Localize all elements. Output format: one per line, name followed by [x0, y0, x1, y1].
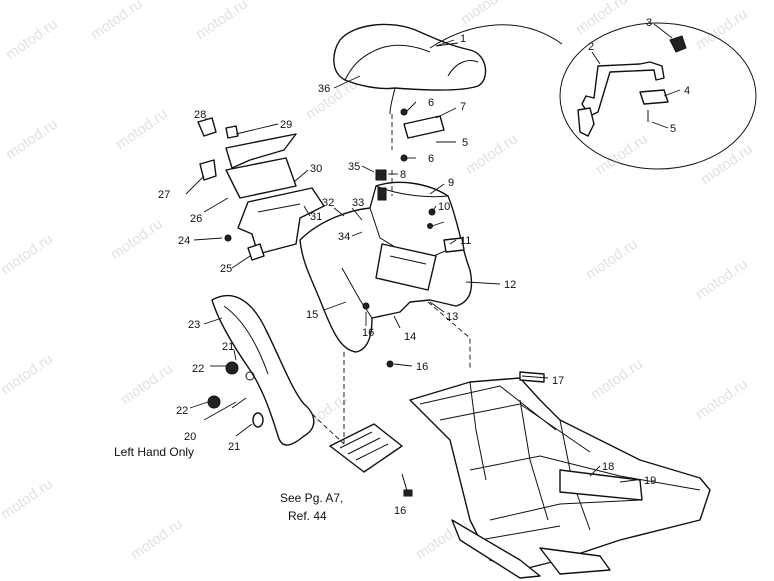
watermark: motod.ru	[0, 350, 56, 398]
callout-33: 33	[352, 197, 364, 209]
watermark: motod.ru	[583, 235, 641, 283]
callout-27: 27	[158, 189, 170, 201]
callout-6: 6	[428, 153, 434, 165]
rear-fender	[299, 108, 473, 368]
callout-26: 26	[190, 213, 202, 225]
storage-box	[197, 117, 325, 261]
watermark: motod.ru	[128, 515, 186, 563]
callout-24: 24	[178, 235, 190, 247]
callout-21: 21	[228, 441, 240, 453]
watermark: motod.ru	[113, 105, 171, 153]
callout-5: 5	[670, 123, 676, 135]
callout-7: 7	[460, 101, 466, 113]
callout-3: 3	[646, 17, 652, 29]
watermark: motod.ru	[593, 130, 651, 178]
callout-18: 18	[602, 461, 614, 473]
callout-16: 16	[362, 327, 374, 339]
watermark: motod.ru	[693, 5, 751, 53]
detail-bubble	[559, 22, 757, 170]
callouts: 1 2 3 4 5 5 6 6 7 8 9 10 11 12 13 14 15 …	[158, 17, 690, 517]
callout-4: 4	[684, 85, 690, 97]
callout-22: 22	[176, 405, 188, 417]
watermark: motod.ru	[573, 0, 631, 38]
callout-20: 20	[184, 431, 196, 443]
callout-22: 22	[192, 363, 204, 375]
watermark: motod.ru	[193, 0, 251, 43]
callout-12: 12	[504, 279, 516, 291]
callout-28: 28	[194, 109, 206, 121]
watermark: motod.ru	[588, 355, 646, 403]
callout-19: 19	[644, 475, 656, 487]
notes: Left Hand Only See Pg. A7, Ref. 44	[114, 445, 343, 523]
callout-17: 17	[552, 375, 564, 387]
watermark: motod.ru	[0, 475, 56, 523]
see-reference-line2: Ref. 44	[288, 509, 327, 523]
callout-14: 14	[404, 331, 416, 343]
callout-15: 15	[306, 309, 318, 321]
callout-34: 34	[338, 231, 350, 243]
see-reference-line1: See Pg. A7,	[280, 491, 343, 505]
watermark: motod.ru	[693, 255, 751, 303]
callout-21: 21	[222, 341, 234, 353]
foot-plate	[329, 423, 413, 497]
callout-16: 16	[394, 505, 406, 517]
watermark: motod.ru	[108, 215, 166, 263]
watermark: motod.ru	[0, 230, 56, 278]
watermark: motod.ru	[3, 115, 61, 163]
callout-36: 36	[318, 83, 330, 95]
callout-9: 9	[448, 177, 454, 189]
callout-1: 1	[460, 33, 466, 45]
watermark: motod.ru	[3, 15, 61, 63]
seat	[333, 23, 563, 115]
callout-11: 11	[460, 235, 471, 247]
callout-10: 10	[438, 201, 450, 213]
callout-32: 32	[322, 197, 334, 209]
callout-25: 25	[220, 263, 232, 275]
callout-23: 23	[188, 319, 200, 331]
watermark: motod.ru	[458, 0, 516, 28]
callout-31: 31	[310, 211, 322, 223]
callout-29: 29	[280, 119, 292, 131]
left-hand-only-note: Left Hand Only	[114, 445, 194, 459]
callout-5: 5	[462, 137, 468, 149]
callout-13: 13	[446, 311, 458, 323]
leader-lines	[185, 23, 681, 483]
callout-2: 2	[588, 41, 594, 53]
watermark: motod.ru	[463, 130, 521, 178]
callout-16: 16	[416, 361, 428, 373]
watermark: motod.ru	[88, 0, 146, 43]
callout-6: 6	[428, 97, 434, 109]
frame	[409, 371, 711, 579]
watermark: motod.ru	[693, 375, 751, 423]
callout-30: 30	[310, 163, 322, 175]
callout-35: 35	[348, 161, 360, 173]
callout-8: 8	[400, 169, 406, 181]
watermark: motod.ru	[118, 360, 176, 408]
footwell-guard	[207, 295, 315, 446]
